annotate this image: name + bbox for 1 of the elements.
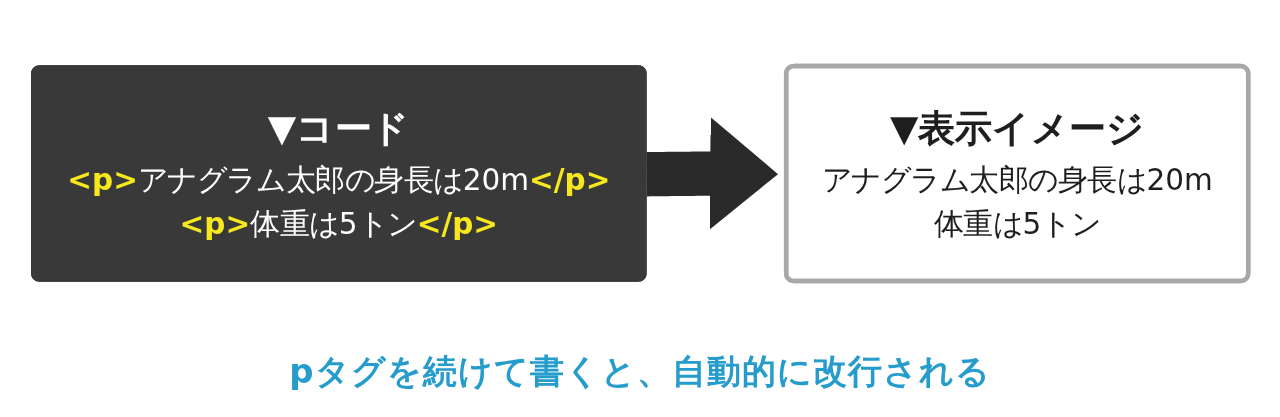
caption: pタグを続けて書くと、自動的に改行される bbox=[289, 350, 991, 393]
